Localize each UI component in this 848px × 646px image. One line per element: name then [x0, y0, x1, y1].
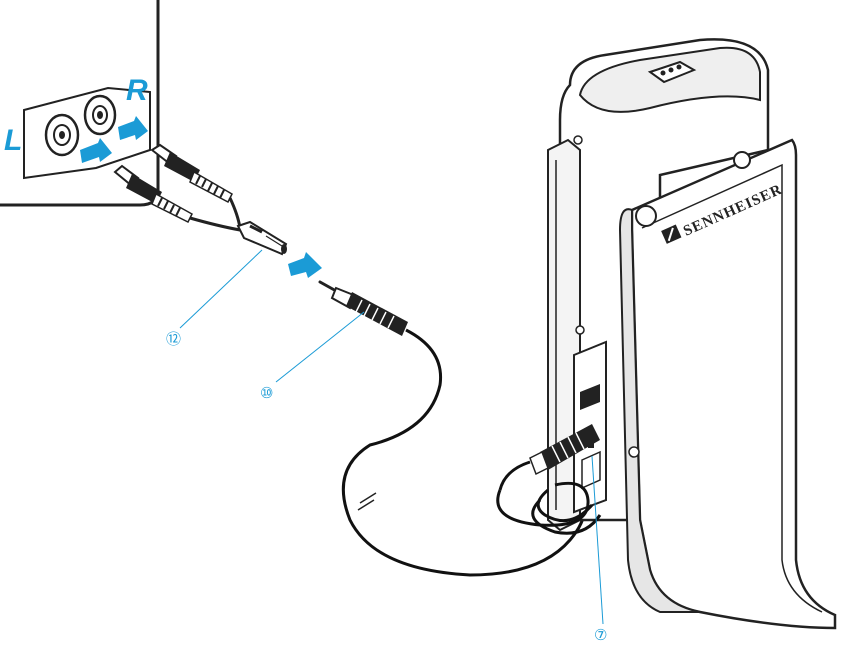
arrow-right-icon — [288, 252, 322, 278]
callout-label-7: ⑦ — [594, 627, 607, 644]
callout-10: ⑩ — [260, 311, 365, 402]
right-channel-label: R — [126, 74, 148, 107]
left-rca-socket — [44, 113, 80, 157]
rca-y-adapter-cable — [113, 143, 288, 256]
jack-audio-cable — [318, 280, 587, 577]
callout-7: ⑦ — [591, 455, 607, 644]
jack-plug-inserted — [498, 424, 600, 491]
audio-source-device: L R — [0, 0, 160, 207]
left-channel-label: L — [4, 124, 22, 157]
callout-label-12: ⑫ — [166, 331, 181, 348]
arrow-right-icon — [80, 138, 112, 163]
top-charging-contact — [647, 60, 697, 84]
callout-12: ⑫ — [166, 249, 263, 348]
callout-label-10: ⑩ — [260, 385, 273, 402]
arrow-right-icon — [118, 116, 148, 140]
transmitter-unit: SENNHEISER — [496, 38, 837, 630]
cable-loop — [496, 481, 602, 535]
sennheiser-logo-icon — [661, 224, 682, 244]
right-rca-socket — [83, 94, 117, 136]
